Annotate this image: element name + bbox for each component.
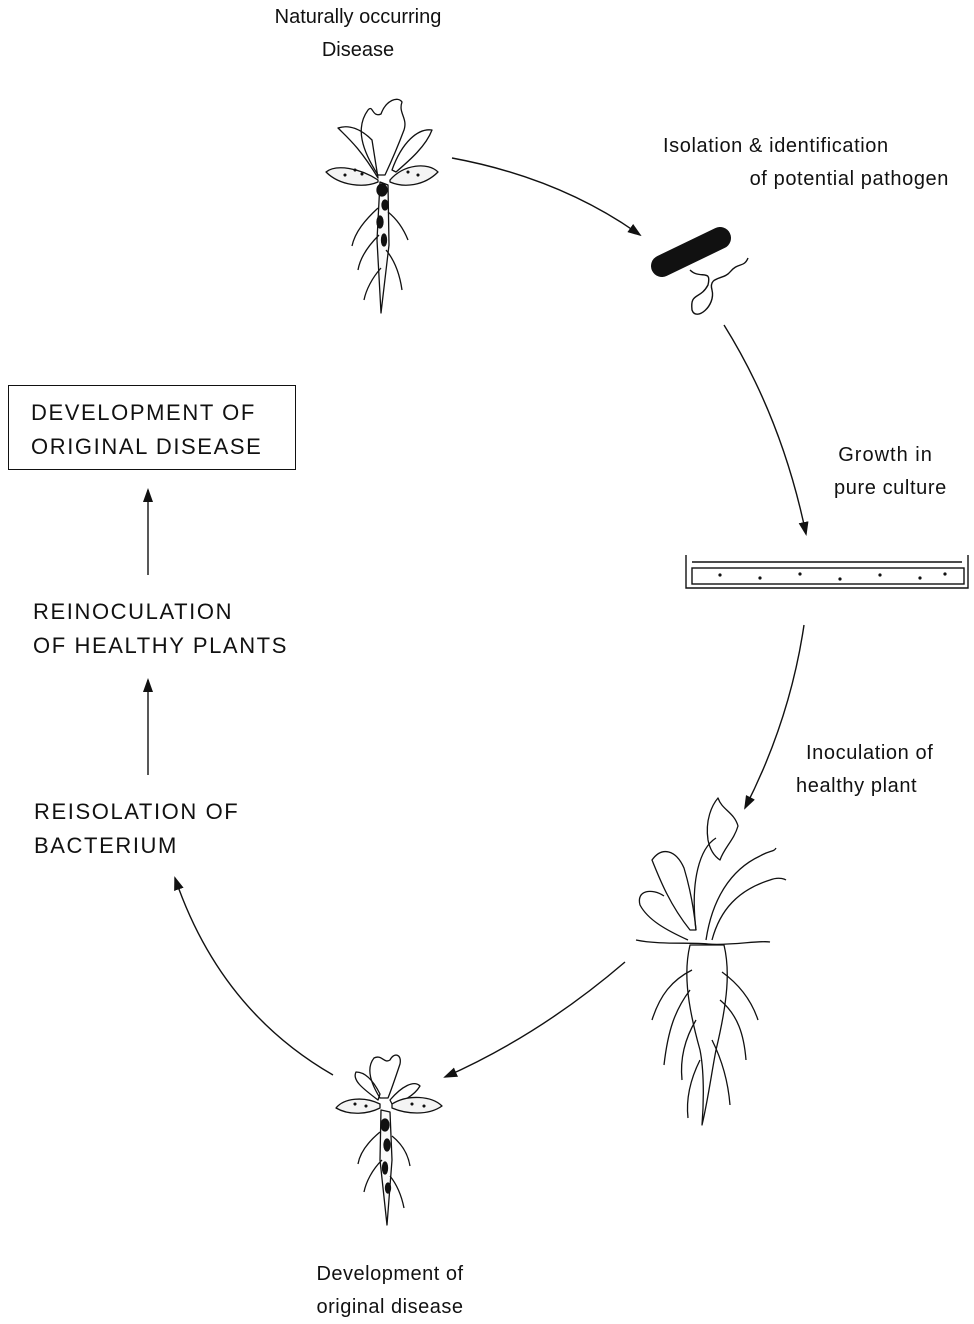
isolation-label: Isolation & identification of potential … [663,130,963,196]
reisolation-line-1: REISOLATION OF [34,795,239,829]
growth-label: Growth in pure culture [834,439,947,505]
natural-disease-label: Naturally occurring Disease [270,1,446,67]
development-line-1: Development of [290,1258,490,1291]
inoculation-line-1: Inoculation of [796,737,933,770]
reisolation-line-2: BACTERIUM [34,829,239,863]
arrow-inoculation-to-development [445,962,625,1077]
inoculation-label: Inoculation of healthy plant [796,737,933,803]
growth-line-1: Growth in [834,439,947,472]
outcome-box-text: DEVELOPMENT OF ORIGINAL DISEASE [31,396,295,464]
development-line-2: original disease [290,1291,490,1324]
bacterium-icon [662,238,748,314]
arrow-disease-to-isolation [452,158,640,235]
reinoculation-line-2: OF HEALTHY PLANTS [33,629,288,663]
petri-dish-icon [686,555,968,588]
isolation-line-1: Isolation & identification [663,130,963,163]
diseased-plant-small-icon [336,1055,442,1225]
growth-line-2: pure culture [834,472,947,505]
reisolation-label: REISOLATION OF BACTERIUM [34,795,239,863]
healthy-plant-icon [636,798,786,1125]
development-label: Development of original disease [290,1258,490,1324]
outcome-box-line-2: ORIGINAL DISEASE [31,430,295,464]
reinoculation-line-1: REINOCULATION [33,595,288,629]
arrow-isolation-to-culture [724,325,806,534]
isolation-line-2: of potential pathogen [663,163,963,196]
diseased-plant-icon [326,99,438,313]
outcome-box-line-1: DEVELOPMENT OF [31,396,295,430]
natural-disease-line-2: Disease [270,34,446,67]
natural-disease-line-1: Naturally occurring [270,1,446,34]
inoculation-line-2: healthy plant [796,770,933,803]
arrow-development-to-reisolation [175,878,333,1075]
reinoculation-label: REINOCULATION OF HEALTHY PLANTS [33,595,288,663]
development-of-original-disease-box: DEVELOPMENT OF ORIGINAL DISEASE [8,385,296,470]
